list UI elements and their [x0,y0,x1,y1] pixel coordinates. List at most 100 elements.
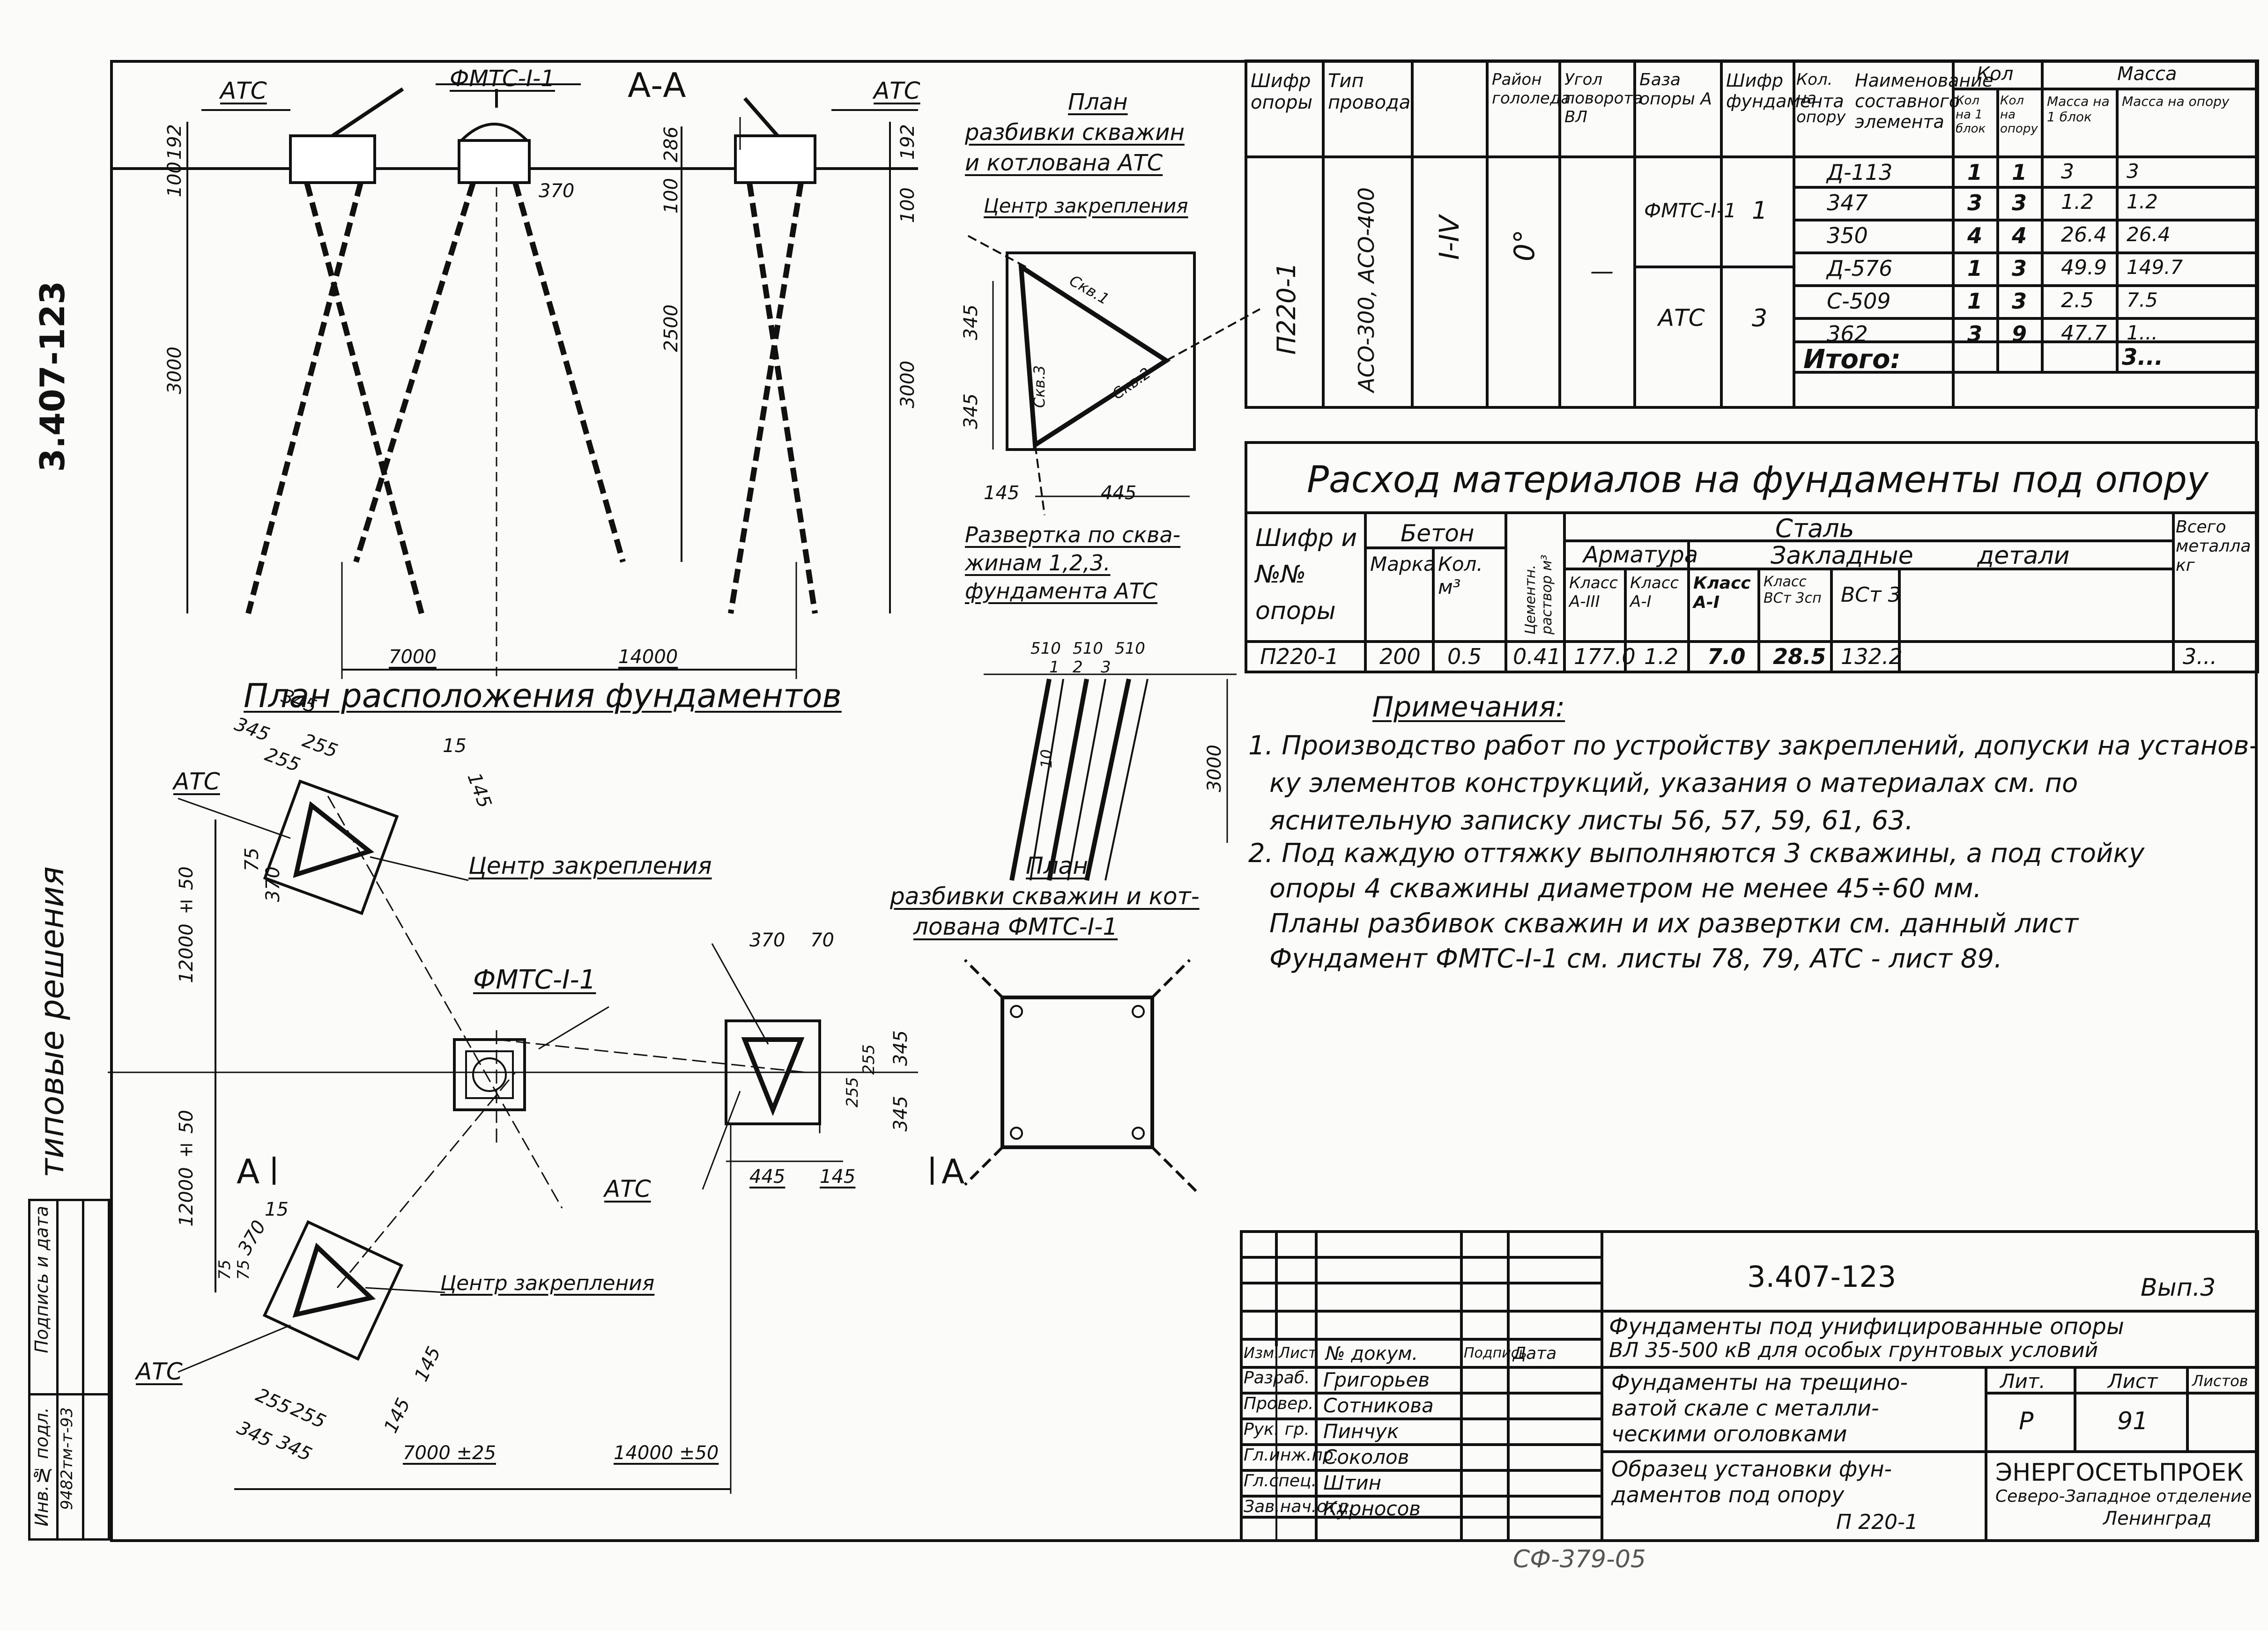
spec-cell-name: 347 [1827,190,1868,215]
layout-fmts: ФМТС-I-1 [473,965,596,995]
notes-line-2: ку элементов конструкций, указания о мат… [1269,768,2078,798]
tb-person-name: Пинчук [1323,1420,1399,1443]
materials-row-a1: 1.2 [1644,644,1679,669]
razvertka-title3: фундамента АТС [965,578,1157,604]
materials-h-vst3: Класс ВСт 3сп [1764,574,1822,606]
spec-cell-m1: 2.5 [2061,288,2094,312]
razvertka-d10: 10 [1038,749,1055,768]
tb-list: 91 [2117,1407,2149,1435]
materials-row-vsego: 3... [2183,644,2217,669]
spec-cell-k2: 3 [2012,256,2027,281]
tb-lit: Р [2019,1407,2034,1435]
materials-h-beton: Бетон [1401,520,1475,547]
layout-plan-title: План расположения фундаментов [244,677,842,715]
spec-h-massa: Масса [2117,63,2177,85]
layout-atc-mid: АТС [604,1175,651,1203]
razvertka-n2: 2 [1073,658,1083,677]
spec-cell-m1: 26.4 [2061,223,2107,247]
layout-d12000a: 12000 ± 50 [176,866,197,983]
materials-h-zaklad: Закладные детали [1771,542,2070,570]
layout-d70: 70 [810,930,834,951]
tb-person-name: Штин [1323,1471,1382,1494]
spec-cell-k2: 3 [2012,288,2027,314]
spec-cell-k1: 1 [1967,288,1983,314]
spec-table: Шифр опоры Тип провода Район гололеда Уг… [1245,59,2259,409]
notes-line-1: 1. Производство работ по устройству закр… [1248,731,2259,761]
tb-person-name: Соколов [1323,1446,1409,1469]
spec-cell-k1: 3 [1967,321,1983,347]
spec-cell-m2: 7.5 [2127,288,2158,311]
dim-7000: 7000 [389,646,437,668]
razvertka-n3: 3 [1101,658,1111,677]
layout-atc-top: АТС [173,768,220,795]
tb-person-name: Сотникова [1323,1394,1434,1417]
materials-row-rastvor: 0.41 [1513,644,1561,669]
plan-atc-d145: 145 [984,482,1020,504]
tb-hdr-list: Лист [1279,1344,1317,1362]
materials-title: Расход материалов на фундаменты под опор… [1307,459,2209,501]
materials-row-za1: 7.0 [1707,644,1746,669]
spec-cell-name: 350 [1827,223,1868,248]
tb-hdr-doc: № докум. [1326,1343,1418,1365]
layout-d370b: 370 [749,930,786,951]
layout-d75a: 75 [241,848,263,871]
spec-h-k2: Кол на опору [2000,94,2038,136]
tb-listov-label: Листов [2192,1372,2248,1390]
spec-cell-k2: 4 [2012,223,2027,248]
layout-d7000: 7000 ±25 [403,1442,496,1464]
spec-cell-m2: 149.7 [2127,256,2183,279]
tb-person-role: Рук. гр. [1244,1420,1310,1439]
layout-plan-drawing [108,779,934,1494]
notes-line-4: 2. Под каждую оттяжку выполняются 3 сква… [1248,838,2145,869]
spec-cell-m1: 1.2 [2061,190,2094,214]
spec-fund-0: ФМТС-I-1 [1644,199,1736,222]
materials-row-a3: 177.0 [1574,644,1636,669]
section-aa-drawing [112,83,918,679]
spec-h-ugol: Угол поворота ВЛ [1564,70,1643,126]
layout-section-a-right: А [941,1152,965,1191]
side-stamp: Инв.№ подл. Подпись и дата 9482тм-т-93 [28,1199,110,1541]
razvertka-n1: 1 [1049,658,1060,677]
notes-line-6: Планы разбивок скважин и их развертки см… [1269,908,2079,939]
tb-org2: Северо-Западное отделение [1995,1487,2252,1506]
tb-person-role: Разраб. [1244,1368,1310,1387]
notes-line-3: яснительную записку листы 56, 57, 59, 61… [1269,805,1913,836]
tb-person-role: Зав.нач.отд. [1244,1497,1354,1516]
materials-h-stal: Сталь [1775,514,1854,543]
tb-person-role: Гл.спец. [1244,1471,1317,1491]
tb-list-label: Лист [2108,1370,2158,1393]
layout-d255d: 255 [860,1044,878,1075]
tb-person-role: Провер. [1244,1394,1314,1413]
tb-desc1: Фундаменты под унифицированные опоры [1609,1314,2124,1340]
spec-h-k1: Кол на 1 блок [1956,94,1986,136]
layout-d445: 445 [749,1166,786,1188]
razvertka-title1: Развертка по сква- [965,522,1181,547]
layout-d75b: 75 [215,1260,234,1280]
spec-cell-k1: 1 [1967,256,1983,281]
spec-rayon: I-IV [1433,215,1465,260]
materials-table: Расход материалов на фундаменты под опор… [1245,441,2259,673]
razvertka-d510a: 510 [1030,639,1061,658]
plan-atc-drawing [964,233,1260,516]
layout-d15: 15 [443,735,467,757]
spec-cell-k2: 3 [2012,190,2027,215]
spec-cell-m1: 3 [2061,160,2074,184]
layout-atc-bottom: АТС [136,1358,183,1385]
tb-hdr-date: Дата [1513,1344,1557,1363]
title-block: 3.407-123 Вып.3 Фундаменты под унифициро… [1240,1230,2259,1542]
spec-h-kol: Кол [1977,63,2014,85]
spec-h-provod: Тип провода [1328,70,1411,113]
layout-d14000: 14000 ±50 [614,1442,719,1464]
materials-h-za1: Класс А-I [1693,574,1751,612]
notes-title: Примечания: [1372,691,1565,723]
spec-kol-1: 3 [1752,304,1768,332]
section-fmts-label: ФМТС-I-1 [450,66,555,92]
layout-d145b: 145 [820,1166,856,1188]
materials-row-marka: 200 [1379,644,1421,669]
materials-h-marka: Марка [1370,553,1436,576]
spec-cell-k2: 9 [2012,321,2027,347]
plan-atc-title3: и котлована АТС [965,150,1163,176]
materials-h-vsego: Всего металла кг [2176,517,2251,575]
materials-row-shifr: П220-1 [1260,644,1339,669]
spec-h-m2: Масса на опору [2122,94,2230,109]
